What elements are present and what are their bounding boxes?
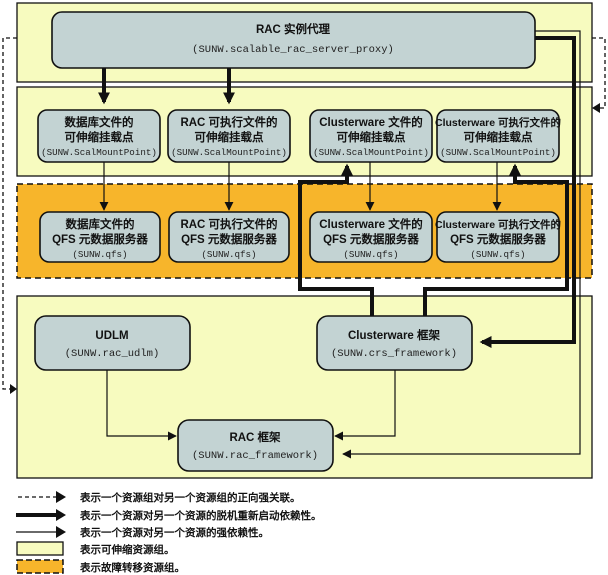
resource-udlm[interactable]: UDLM (SUNW.rac_udlm) <box>34 315 191 371</box>
legend-label: 表示一个资源组对另一个资源组的正向强关联。 <box>79 491 301 504</box>
affinity-line-proxy-to-mountpoints <box>592 37 606 109</box>
resource-title-line1: Clusterware 可执行文件的 <box>435 218 561 231</box>
resource-type: (SUNW.rac_udlm) <box>65 348 160 360</box>
resource-title-line2: 可伸缩挂载点 <box>195 130 264 144</box>
resource-crs-framework[interactable]: Clusterware 框架 (SUNW.crs_framework) <box>316 315 473 371</box>
dep-udlm-to-rac-framework <box>106 370 177 441</box>
affinity-line-proxy-to-frameworks <box>2 37 17 390</box>
legend-label: 表示可伸缩资源组。 <box>79 543 175 556</box>
resource-title-line1: Clusterware 可执行文件的 <box>435 116 561 129</box>
dep-proxy-to-rac-framework <box>342 30 581 459</box>
resource-type: (SUNW.scalable_rac_server_proxy) <box>192 44 394 56</box>
legend-item-positive-affinity: 表示一个资源组对另一个资源组的正向强关联。 <box>18 491 301 504</box>
legend-item-offline-restart: 表示一个资源对另一个资源的脱机重新启动依赖性。 <box>16 509 322 522</box>
dep-crs-to-mount-cw-bin <box>423 163 569 316</box>
resource-title-line2: QFS 元数据服务器 <box>323 232 419 246</box>
resource-type: (SUNW.ScalMountPoint) <box>171 147 287 158</box>
thin-arrowhead-icon <box>56 526 66 538</box>
resource-type: (SUNW.ScalMountPoint) <box>313 147 429 158</box>
resource-title-line1: 数据库文件的 <box>66 217 135 231</box>
resource-title: RAC 实例代理 <box>256 22 331 36</box>
resource-title: Clusterware 框架 <box>348 328 441 342</box>
scalable-group-swatch-icon <box>16 541 64 556</box>
failover-group-swatch-icon <box>16 559 64 574</box>
resource-title: UDLM <box>95 330 128 342</box>
resource-type: (SUNW.qfs) <box>72 249 127 260</box>
resource-title-line1: RAC 可执行文件的 <box>180 217 277 231</box>
dashed-arrowhead-icon <box>56 491 66 503</box>
resource-type: (SUNW.ScalMountPoint) <box>41 147 157 158</box>
legend-label: 表示一个资源对另一个资源的强依赖性。 <box>79 526 269 539</box>
resource-title-line2: 可伸缩挂载点 <box>464 130 533 144</box>
legend: 表示一个资源组对另一个资源组的正向强关联。 表示一个资源对另一个资源的脱机重新启… <box>16 491 322 574</box>
resource-type: (SUNW.qfs) <box>343 249 398 260</box>
resource-title-line2: QFS 元数据服务器 <box>52 232 148 246</box>
resource-type: (SUNW.rac_framework) <box>192 450 318 462</box>
resource-qfs-cw[interactable]: Clusterware 文件的 QFS 元数据服务器 (SUNW.qfs) <box>309 211 433 263</box>
resource-title-line2: 可伸缩挂载点 <box>65 130 134 144</box>
dep-proxy-to-crs-framework <box>479 36 576 348</box>
resource-rac-proxy[interactable]: RAC 实例代理 (SUNW.scalable_rac_server_proxy… <box>51 11 536 69</box>
resource-title-line1: 数据库文件的 <box>65 115 134 129</box>
affinity-arrowhead-right <box>592 103 600 113</box>
resource-type: (SUNW.crs_framework) <box>331 348 457 360</box>
resource-type: (SUNW.qfs) <box>470 249 525 260</box>
legend-item-scalable-group: 表示可伸缩资源组。 <box>16 541 175 556</box>
resource-type: (SUNW.ScalMountPoint) <box>440 147 556 158</box>
legend-label: 表示一个资源对另一个资源的脱机重新启动依赖性。 <box>79 509 322 522</box>
thick-arrowhead-icon <box>56 509 66 521</box>
legend-label: 表示故障转移资源组。 <box>79 561 185 574</box>
resource-type: (SUNW.qfs) <box>201 249 256 260</box>
legend-item-failover-group: 表示故障转移资源组。 <box>16 559 185 574</box>
affinity-arrowhead-left <box>10 384 17 394</box>
dep-crs-to-mount-cw <box>298 163 374 316</box>
resource-title-line2: QFS 元数据服务器 <box>450 232 546 246</box>
resource-qfs-db[interactable]: 数据库文件的 QFS 元数据服务器 (SUNW.qfs) <box>39 211 161 263</box>
resource-title-line1: Clusterware 文件的 <box>319 217 423 231</box>
resource-mount-cw[interactable]: Clusterware 文件的 可伸缩挂载点 (SUNW.ScalMountPo… <box>309 109 433 163</box>
resource-title-line1: Clusterware 文件的 <box>319 115 423 129</box>
resource-mount-db[interactable]: 数据库文件的 可伸缩挂载点 (SUNW.ScalMountPoint) <box>37 109 161 163</box>
resource-title-line1: RAC 可执行文件的 <box>180 115 277 129</box>
resource-qfs-cw-bin[interactable]: Clusterware 可执行文件的 QFS 元数据服务器 (SUNW.qfs) <box>435 211 561 263</box>
dep-crs-to-rac-framework <box>334 370 396 441</box>
resource-rac-framework[interactable]: RAC 框架 (SUNW.rac_framework) <box>177 419 334 472</box>
resource-mount-rac-bin[interactable]: RAC 可执行文件的 可伸缩挂载点 (SUNW.ScalMountPoint) <box>167 109 291 163</box>
resource-qfs-rac-bin[interactable]: RAC 可执行文件的 QFS 元数据服务器 (SUNW.qfs) <box>168 211 290 263</box>
resource-title: RAC 框架 <box>229 430 281 444</box>
resource-mount-cw-bin[interactable]: Clusterware 可执行文件的 可伸缩挂载点 (SUNW.ScalMoun… <box>435 109 561 163</box>
resource-title-line2: 可伸缩挂载点 <box>337 130 406 144</box>
legend-item-strong-dependency: 表示一个资源对另一个资源的强依赖性。 <box>16 526 269 539</box>
resource-title-line2: QFS 元数据服务器 <box>181 232 277 246</box>
